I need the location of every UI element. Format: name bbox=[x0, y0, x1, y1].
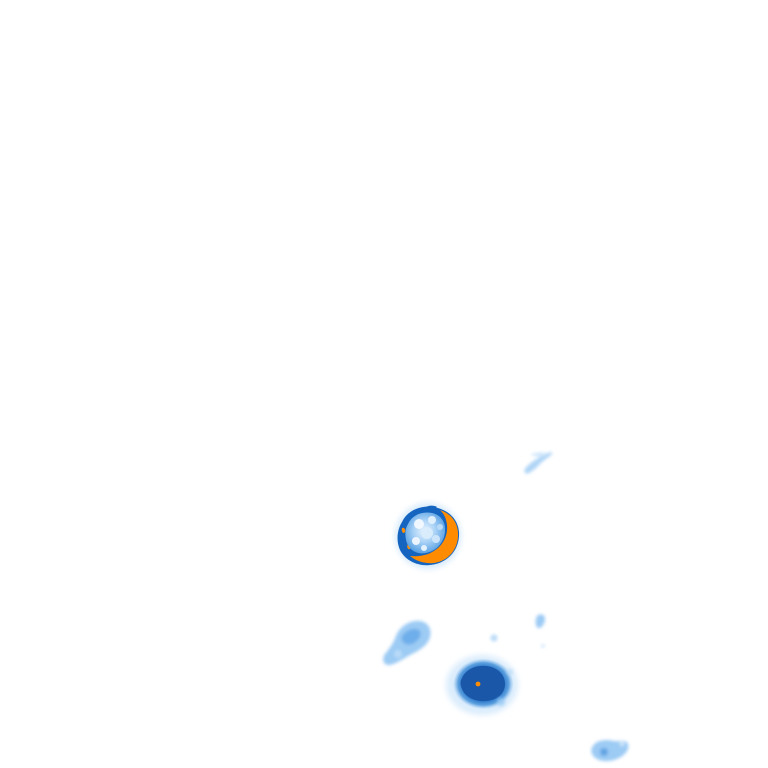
small-blob-bottom-right bbox=[591, 740, 629, 762]
wisp-blob-top bbox=[524, 452, 553, 474]
small-specks bbox=[490, 614, 545, 648]
deep-blue-core-blob bbox=[446, 655, 518, 715]
light-blue-blob-left bbox=[383, 620, 431, 666]
ringed-orange-blob bbox=[395, 503, 461, 569]
